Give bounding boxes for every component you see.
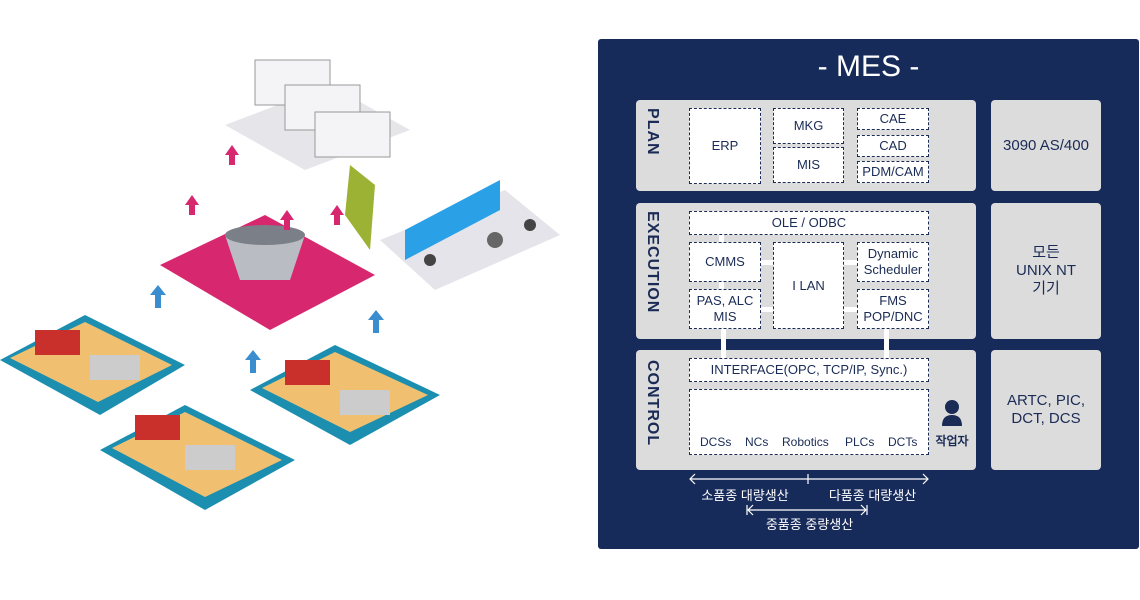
worker-label: 작업자: [935, 434, 969, 448]
factory-2: [250, 345, 440, 445]
connector-line: [884, 338, 889, 358]
device-label: PLCs: [845, 435, 875, 449]
connector-line: [719, 234, 724, 242]
device-label: Robotics: [782, 435, 829, 449]
plan-side-box: 3090 AS/400: [991, 100, 1101, 191]
mkg-box: MKG: [773, 108, 844, 144]
control-side-box: ARTC, PIC,DCT, DCS: [991, 350, 1101, 470]
side-text: 기기: [1032, 280, 1060, 297]
factory-illustration: [0, 59, 560, 510]
cad-box: CAD: [857, 135, 929, 157]
connector-line: [843, 260, 857, 265]
pas-alc-text: PAS, ALC: [696, 293, 754, 308]
small-variety-label: 소품종 대량생산: [701, 488, 789, 503]
side-text: DCT, DCS: [1011, 410, 1081, 427]
mis-text: MIS: [713, 309, 737, 324]
erp-box: ERP: [689, 108, 761, 184]
monitor-displays: [225, 59, 410, 170]
control-room: [380, 180, 560, 290]
factory-1: [0, 315, 185, 415]
dynamic-text: Dynamic: [867, 246, 919, 261]
device-label: NCs: [745, 435, 769, 449]
up-arrows: [185, 145, 344, 230]
scheduler-text: Scheduler: [863, 262, 923, 277]
medium-variety-label: 중품종 중량생산: [765, 517, 854, 532]
worker-icon: [942, 400, 962, 426]
plan-label: PLAN: [644, 108, 661, 156]
ilan-box: I LAN: [773, 242, 844, 329]
mes-platform: [160, 215, 375, 330]
side-text: 모든: [1032, 244, 1060, 261]
connector-line: [760, 307, 773, 312]
fms-text: FMS: [879, 293, 907, 308]
production-scale-arrows: [689, 473, 929, 516]
connector-line: [719, 281, 724, 289]
side-text: ARTC, PIC,: [1006, 392, 1086, 409]
multi-variety-label: 다품종 대량생산: [828, 488, 917, 503]
factory-3: [100, 405, 295, 510]
cmms-box: CMMS: [689, 242, 761, 282]
pdm-cam-box: PDM/CAM: [857, 161, 929, 183]
pop-dnc-text: POP/DNC: [863, 309, 923, 324]
mes-title: - MES -: [817, 50, 920, 83]
connector-line: [721, 338, 726, 358]
control-label: CONTROL: [644, 360, 661, 447]
side-text: UNIX NT: [1016, 262, 1076, 279]
device-label: DCSs: [700, 435, 732, 449]
connector-line: [760, 260, 773, 265]
execution-label: EXECUTION: [644, 211, 661, 314]
blue-arrows: [150, 285, 384, 373]
devices-box: DCSs NCs Robotics PLCs DCTs: [689, 389, 929, 455]
mis-box: MIS: [773, 147, 844, 183]
connector-line: [843, 307, 857, 312]
arrow-connector: [345, 165, 375, 250]
cae-box: CAE: [857, 108, 929, 130]
device-label: DCTs: [888, 435, 918, 449]
ole-odbc-box: OLE / ODBC: [689, 211, 929, 235]
interface-box: INTERFACE(OPC, TCP/IP, Sync.): [689, 358, 929, 382]
